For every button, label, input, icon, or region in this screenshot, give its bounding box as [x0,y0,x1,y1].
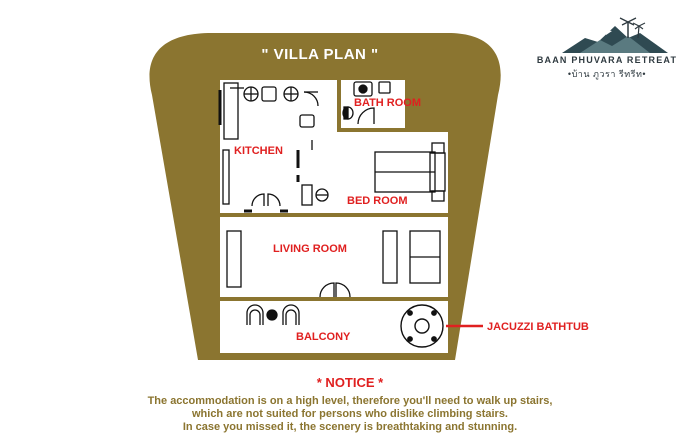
living-room-label: LIVING ROOM [273,243,347,255]
jacuzzi-bathtub-drawing [400,304,444,348]
notice-line-1: The accommodation is on a high level, th… [147,395,553,407]
bathroom-room [341,80,405,128]
kitchen-label: KITCHEN [234,145,283,157]
bathroom-furniture [342,81,391,125]
balcony-label: BALCONY [296,331,351,343]
balcony-room [220,301,448,353]
bath-room-label: BATH ROOM [354,97,422,109]
retreat-logo-icon [562,17,668,53]
bedroom-furniture [301,140,446,206]
jacuzzi-bathtub-label: JACUZZI BATHTUB [487,321,589,333]
notice-line-3: In case you missed it, the scenery is br… [182,421,518,433]
notice-line-2: which are not suited for persons who dis… [191,408,508,420]
balcony-furniture [246,304,300,325]
bed-room-label: BED ROOM [347,195,408,207]
notice-heading: * NOTICE * [316,375,384,390]
kitchen-furniture [222,82,319,207]
living-room-furniture [226,230,441,298]
villa-plan-title: " VILLA PLAN " [261,46,379,63]
brand-thai-name: •บ้าน ภูวรา รีทรีท• [567,69,647,79]
brand-name: BAAN PHUVARA RETREAT [536,55,678,65]
